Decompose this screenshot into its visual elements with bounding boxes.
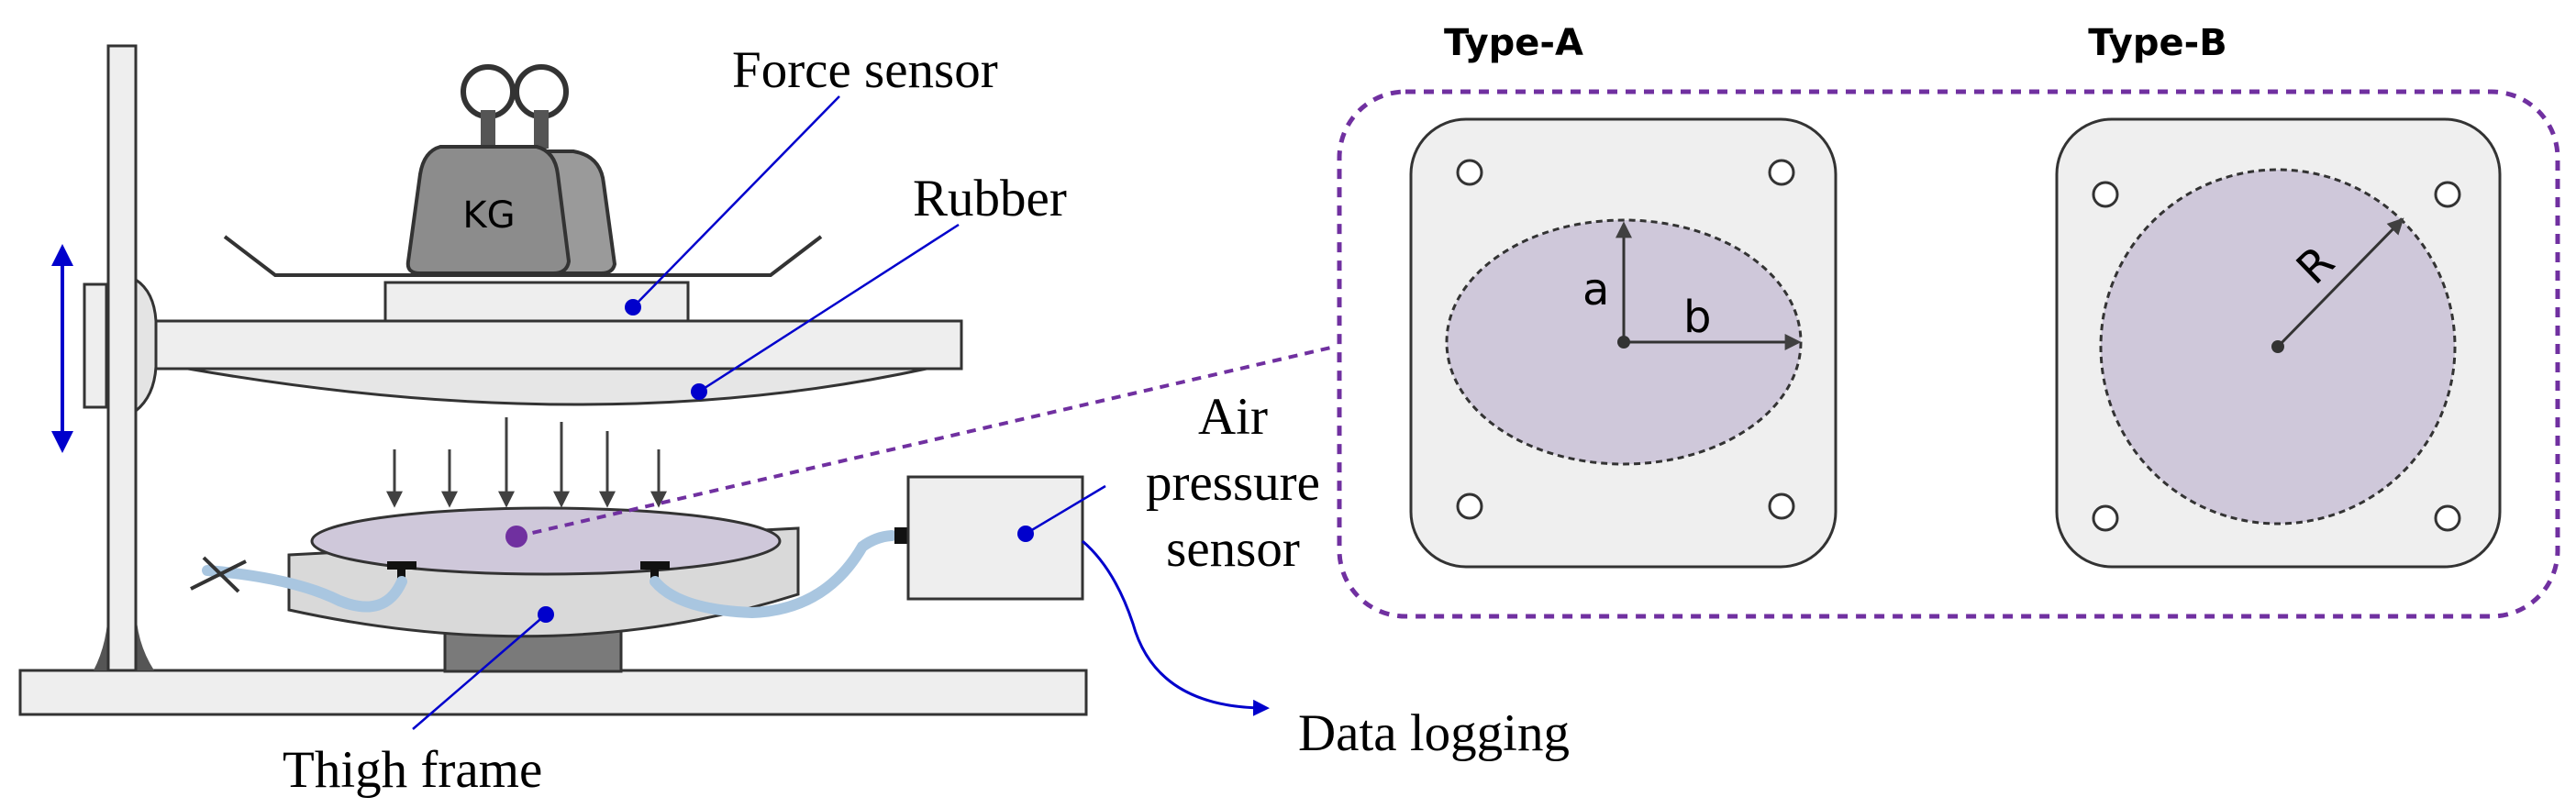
mount-hole bbox=[1768, 493, 1795, 520]
pressure-membrane bbox=[310, 506, 782, 576]
mount-hole bbox=[2092, 504, 2119, 532]
port-right bbox=[640, 561, 670, 581]
pressure-label: pressure bbox=[1146, 454, 1320, 512]
port-left bbox=[387, 561, 416, 581]
thigh-frame-label: Thigh frame bbox=[283, 741, 542, 799]
thigh-frame-stand bbox=[443, 629, 623, 673]
thigh-frame-leader bbox=[412, 614, 547, 730]
type-a-title: Type-A bbox=[1444, 22, 1583, 64]
label-b: b bbox=[1683, 292, 1711, 343]
weight-kg-label: KG bbox=[462, 194, 515, 237]
data-logging-arrow bbox=[1082, 539, 1270, 716]
type-b-title: Type-B bbox=[2088, 22, 2226, 64]
force-sensor-leader bbox=[632, 95, 840, 308]
horizontal-arm bbox=[154, 319, 963, 371]
weight-front: KG bbox=[405, 64, 572, 275]
air-pressure-sensor-box bbox=[906, 475, 1084, 601]
mount-hole bbox=[1456, 159, 1483, 186]
air-label: Air bbox=[1198, 388, 1268, 446]
mount-hole bbox=[1456, 493, 1483, 520]
rubber-dot bbox=[691, 383, 707, 400]
vertical-post bbox=[106, 44, 138, 672]
connector bbox=[894, 527, 909, 544]
membrane-dot bbox=[505, 526, 527, 548]
label-a: a bbox=[1582, 264, 1609, 315]
air-sensor-dot bbox=[1017, 526, 1034, 542]
rubber-leader bbox=[698, 223, 960, 393]
air-sensor-leader bbox=[1025, 484, 1106, 536]
radius-arrow bbox=[2276, 217, 2404, 349]
type-b-plate: R bbox=[2055, 117, 2502, 569]
force-sensor-block bbox=[383, 281, 690, 323]
mount-hole bbox=[1768, 159, 1795, 186]
zoom-connector-line bbox=[516, 345, 1336, 538]
thigh-frame-dot bbox=[538, 606, 554, 623]
force-sensor-label: Force sensor bbox=[732, 41, 998, 99]
rubber-label: Rubber bbox=[913, 170, 1067, 227]
slide-clamp bbox=[83, 282, 108, 409]
mount-hole bbox=[2092, 181, 2119, 208]
force-sensor-dot bbox=[625, 299, 641, 315]
mount-hole bbox=[2434, 504, 2461, 532]
zoom-panel-outline bbox=[1337, 89, 2560, 619]
clamp-fillet bbox=[134, 277, 158, 415]
tube-left bbox=[202, 565, 407, 613]
leader-lines bbox=[412, 95, 1336, 730]
type-a-plate: a b bbox=[1409, 117, 1838, 569]
tube-clamp bbox=[190, 559, 247, 591]
test-rig: KG bbox=[18, 44, 1088, 716]
mount-hole bbox=[2434, 181, 2461, 208]
data-logging-label: Data logging bbox=[1298, 704, 1570, 762]
rubber-pad bbox=[187, 367, 927, 406]
pressure-arrows bbox=[386, 417, 667, 508]
tube-right bbox=[650, 530, 897, 619]
base-plate bbox=[18, 669, 1088, 716]
sensor-label: sensor bbox=[1166, 520, 1300, 578]
tube-clamp-2 bbox=[202, 556, 240, 593]
